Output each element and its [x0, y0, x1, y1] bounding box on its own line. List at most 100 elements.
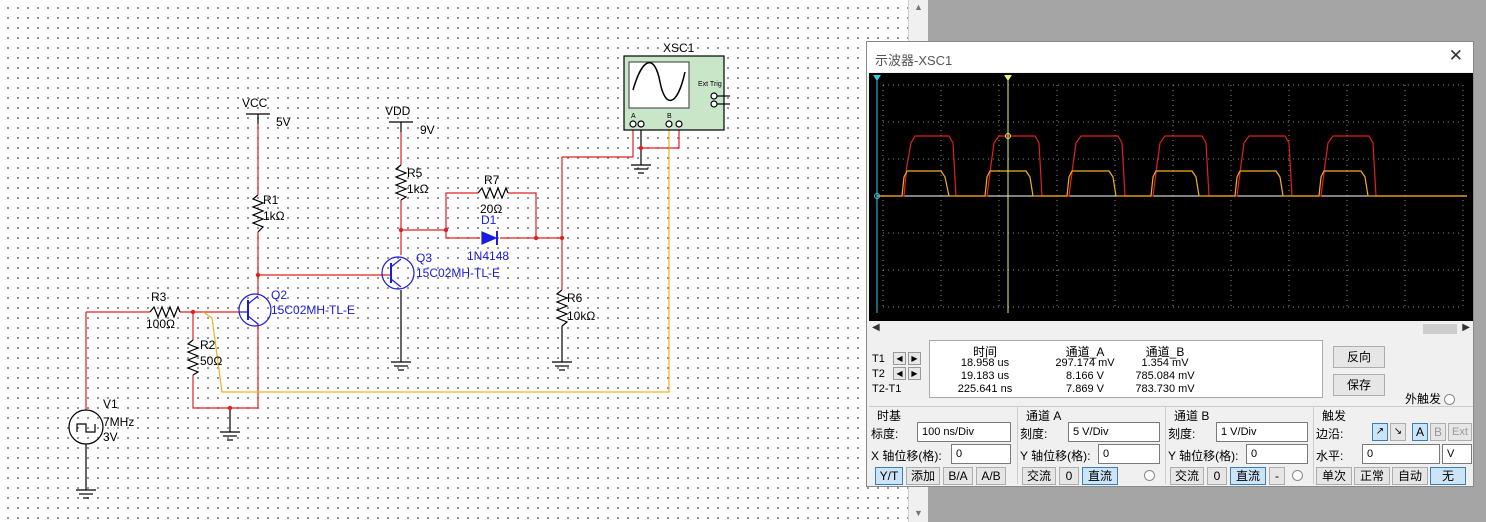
- cursor-t1-handle[interactable]: [873, 75, 881, 81]
- vcc-label: VCC: [242, 96, 268, 110]
- channel-a-zero-button[interactable]: 0: [1059, 467, 1079, 485]
- trigger-title: 触发: [1322, 409, 1347, 423]
- channel-a-ac-button[interactable]: 交流: [1022, 467, 1056, 485]
- mode-yt-button[interactable]: Y/T: [875, 467, 903, 485]
- channel-a-scale-label: 刻度:: [1020, 427, 1048, 441]
- timebase-scale-field[interactable]: 100 ns/Div: [917, 422, 1011, 442]
- v1-amp: 3V: [103, 430, 118, 444]
- channel-b-zero-button[interactable]: 0: [1207, 467, 1227, 485]
- channel-b-title: 通道 B: [1174, 409, 1210, 423]
- channel-a-ypos-label: Y 轴位移(格):: [1020, 449, 1091, 463]
- timebase-xpos-field[interactable]: 0: [951, 444, 1011, 464]
- scroll-right-icon[interactable]: ▶: [1462, 322, 1470, 333]
- edge-falling-icon[interactable]: ↘: [1390, 423, 1406, 441]
- ext-trigger[interactable]: 外触发: [1405, 390, 1456, 407]
- readout-table: 时间 通道_A 通道_B 18.958 us 297.174 mV 1.354 …: [929, 340, 1323, 398]
- t1-label: T1: [872, 353, 885, 365]
- t1-right-arrow-icon[interactable]: ▶: [908, 352, 921, 365]
- trigger-level-field[interactable]: 0: [1362, 444, 1440, 464]
- r1-name: R1: [263, 193, 279, 207]
- channel-b-group: 通道 B 刻度: 1 V/Div Y 轴位移(格): 0 交流 0 直流 -: [1165, 406, 1313, 485]
- header-time: 时间: [972, 345, 997, 359]
- channel-a-radio[interactable]: [1144, 470, 1155, 481]
- trigger-auto-button[interactable]: 自动: [1392, 467, 1428, 485]
- scroll-thumb[interactable]: [1423, 324, 1457, 334]
- trigger-source-b[interactable]: B: [1430, 423, 1446, 441]
- r3-symbol: [149, 305, 181, 319]
- q3-value: 15C02MH-TL-E: [416, 266, 500, 280]
- ext-trigger-radio[interactable]: [1444, 394, 1456, 406]
- screen-horizontal-scrollbar[interactable]: ◀ ▶: [869, 322, 1473, 336]
- xsc1-ext-trig: Ext Trig: [698, 81, 722, 88]
- channel-b-scale-label: 刻度:: [1168, 427, 1196, 441]
- schematic-drawing: VCC 5V VDD 9V R1 1kΩ R5 1kΩ R7 20Ω R6 10…: [68, 41, 730, 499]
- schematic-canvas[interactable]: [0, 0, 912, 522]
- trigger-none-button[interactable]: 无: [1430, 467, 1466, 485]
- t2-ch-b: 785.084 mV: [1135, 370, 1195, 382]
- channel-b-ac-button[interactable]: 交流: [1170, 467, 1204, 485]
- channel-a-scale-field[interactable]: 5 V/Div: [1068, 422, 1160, 442]
- xsc1-a: A: [631, 113, 636, 120]
- ext-trigger-label: 外触发: [1405, 392, 1442, 406]
- t2t1-label: T2-T1: [872, 383, 902, 395]
- channel-b-dc-button[interactable]: 直流: [1230, 467, 1266, 485]
- trigger-single-button[interactable]: 单次: [1316, 467, 1352, 485]
- q2-name: Q2: [271, 288, 287, 302]
- wire-r2-q2e: [192, 323, 259, 409]
- t2-right-arrow-icon[interactable]: ▶: [908, 367, 921, 380]
- r3-value: 100Ω: [146, 317, 175, 331]
- channel-b-ypos-label: Y 轴位移(格):: [1168, 449, 1239, 463]
- header-ch-a: 通道_A: [1065, 345, 1105, 359]
- t2-label: T2: [872, 368, 885, 380]
- cursor-t2-handle[interactable]: [1004, 75, 1012, 81]
- trace-channel-b: [879, 170, 1467, 197]
- channel-b-invert-button[interactable]: -: [1269, 467, 1285, 485]
- xsc1-b: B: [667, 113, 672, 120]
- scope-titlebar[interactable]: 示波器-XSC1 ✕: [867, 42, 1473, 72]
- wire-ch-b: [202, 124, 670, 393]
- trigger-source-a[interactable]: A: [1412, 423, 1428, 441]
- channel-b-ypos-field[interactable]: 0: [1246, 444, 1308, 464]
- t2-time: 19.183 us: [960, 370, 1010, 382]
- channel-b-scale-field[interactable]: 1 V/Div: [1216, 422, 1308, 442]
- trigger-normal-button[interactable]: 正常: [1354, 467, 1390, 485]
- wire-to-scope-a: [562, 124, 634, 158]
- channel-a-dc-button[interactable]: 直流: [1082, 467, 1118, 485]
- r6-name: R6: [567, 291, 583, 305]
- scope-screen[interactable]: [869, 73, 1473, 321]
- scroll-up-icon[interactable]: ▲: [914, 2, 923, 12]
- scroll-left-icon[interactable]: ◀: [872, 322, 880, 333]
- mode-ab-button[interactable]: A/B: [976, 467, 1006, 485]
- r7-symbol: [477, 186, 509, 200]
- r5-symbol: [394, 164, 408, 201]
- vdd-label: VDD: [385, 104, 411, 118]
- edge-rising-icon[interactable]: ↗: [1372, 423, 1388, 441]
- r1-symbol: [251, 194, 265, 233]
- channel-a-title: 通道 A: [1026, 409, 1062, 423]
- scroll-down-icon[interactable]: ▼: [914, 508, 923, 518]
- vcc-value: 5V: [276, 115, 291, 129]
- mode-add-button[interactable]: 添加: [906, 467, 940, 485]
- r7-value: 20Ω: [480, 202, 502, 216]
- r5-name: R5: [407, 166, 423, 180]
- xsc1-name: XSC1: [663, 41, 695, 55]
- trigger-source-ext[interactable]: Ext: [1448, 423, 1472, 441]
- r2-name: R2: [200, 338, 216, 352]
- r5-value: 1kΩ: [407, 182, 429, 196]
- reverse-button[interactable]: 反向: [1333, 346, 1385, 368]
- t2-ch-a: 8.166 V: [1066, 370, 1104, 382]
- channel-b-radio[interactable]: [1292, 470, 1303, 481]
- r7-name: R7: [484, 173, 500, 187]
- v1-symbol: [68, 409, 104, 445]
- save-button[interactable]: 保存: [1333, 374, 1385, 396]
- close-icon[interactable]: ✕: [1448, 46, 1463, 65]
- mode-ba-button[interactable]: B/A: [943, 467, 973, 485]
- oscilloscope-window: 示波器-XSC1 ✕ ◀ ▶: [866, 41, 1474, 487]
- trigger-level-label: 水平:: [1316, 449, 1344, 463]
- channel-a-ypos-field[interactable]: 0: [1098, 444, 1160, 464]
- scope-title: 示波器-XSC1: [875, 53, 953, 68]
- t2-left-arrow-icon[interactable]: ◀: [893, 367, 906, 380]
- trigger-level-unit[interactable]: V: [1442, 444, 1472, 464]
- t1-left-arrow-icon[interactable]: ◀: [893, 352, 906, 365]
- wire-to-d1: [445, 230, 480, 239]
